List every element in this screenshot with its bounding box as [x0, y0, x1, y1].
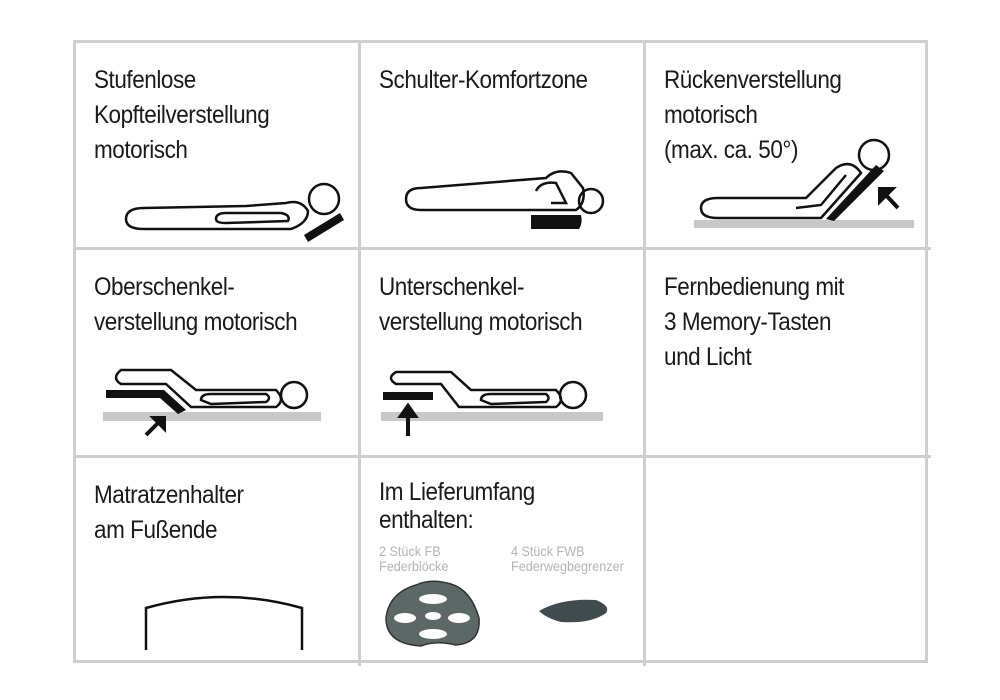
feature-grid: Stufenlose Kopfteilverstellung motorisch…: [73, 40, 931, 666]
feature-title: Matratzenhalter am Fußende: [94, 481, 244, 544]
feature-title: Stufenlose Kopfteilverstellung motorisch: [94, 66, 270, 164]
feature-title: Schulter-Komfortzone: [379, 66, 588, 94]
spring-block-icon: [385, 580, 480, 647]
spring-block-label: 2 Stück FB Federblöcke: [379, 543, 449, 574]
feature-title: Oberschenkel- verstellung motorisch: [94, 273, 298, 336]
feature-mattress-holder: Matratzenhalter am Fußende: [76, 458, 361, 666]
feature-delivery-scope: Im Lieferumfang enthalten: 2 Stück FB Fe…: [361, 458, 646, 666]
head-adjust-icon: [124, 182, 344, 242]
feature-shoulder-zone: Schulter-Komfortzone: [361, 43, 646, 250]
spring-limiter-label: 4 Stück FWB Federwegbegrenzer: [511, 543, 624, 574]
lower-leg-adjust-icon: [381, 370, 603, 436]
feature-title: Rückenverstellung motorisch (max. ca. 50…: [664, 66, 842, 164]
thigh-adjust-icon: [103, 368, 321, 437]
feature-thigh-adjust: Oberschenkel- verstellung motorisch: [76, 250, 361, 458]
feature-lower-leg-adjust: Unterschenkel- verstellung motorisch: [361, 250, 646, 458]
feature-head-adjust: Stufenlose Kopfteilverstellung motorisch: [76, 43, 361, 250]
back-adjust-icon: [694, 138, 914, 228]
feature-title: Unterschenkel- verstellung motorisch: [379, 273, 583, 336]
feature-back-adjust: Rückenverstellung motorisch (max. ca. 50…: [646, 43, 931, 250]
feature-title: Fernbedienung mit 3 Memory-Tasten und Li…: [664, 273, 844, 371]
feature-title: Im Lieferumfang enthalten:: [379, 478, 535, 534]
spring-limiter-icon: [539, 599, 608, 623]
empty-cell: [646, 458, 931, 666]
mattress-holder-icon: [144, 595, 304, 650]
shoulder-zone-icon: [404, 170, 605, 229]
feature-remote-control: Fernbedienung mit 3 Memory-Tasten und Li…: [646, 250, 931, 458]
